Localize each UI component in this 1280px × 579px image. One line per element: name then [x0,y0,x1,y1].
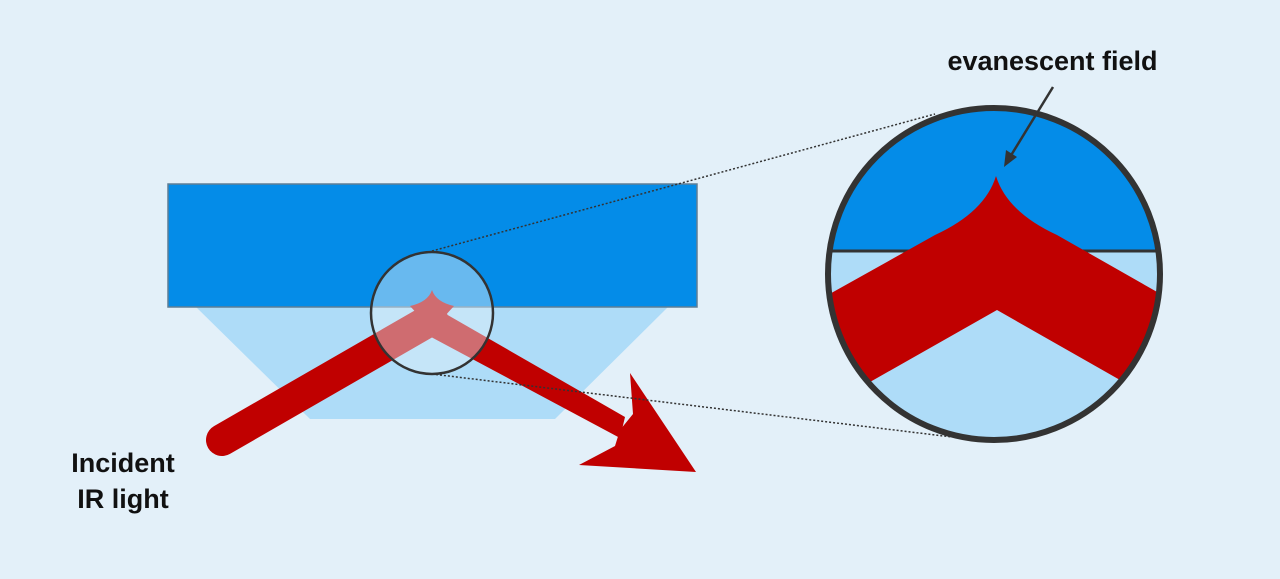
magnifier-large [828,108,1160,440]
incident-label-line1: Incident [71,448,175,478]
reflected-beam-arrowhead [579,373,696,472]
magnifier-large-circle [825,105,1163,443]
reflected-beam [418,306,625,438]
prism-upper-block [167,183,698,308]
evanescent-pointer-arrowhead [1004,150,1017,167]
evanescent-field-label: evanescent field [920,43,1185,79]
incident-beam [206,303,448,456]
evanescent-pointer-line [1008,86,1055,158]
magnifier-small-circle [369,250,495,376]
incident-ir-light-label: Incident IR light [48,445,198,517]
incident-label-line2: IR light [77,484,169,514]
zoom-connector-top [431,113,936,252]
evanescent-field-text: evanescent field [947,46,1158,76]
zoom-connector-bottom [431,373,953,438]
evanescent-beam-zoom [828,176,1160,400]
